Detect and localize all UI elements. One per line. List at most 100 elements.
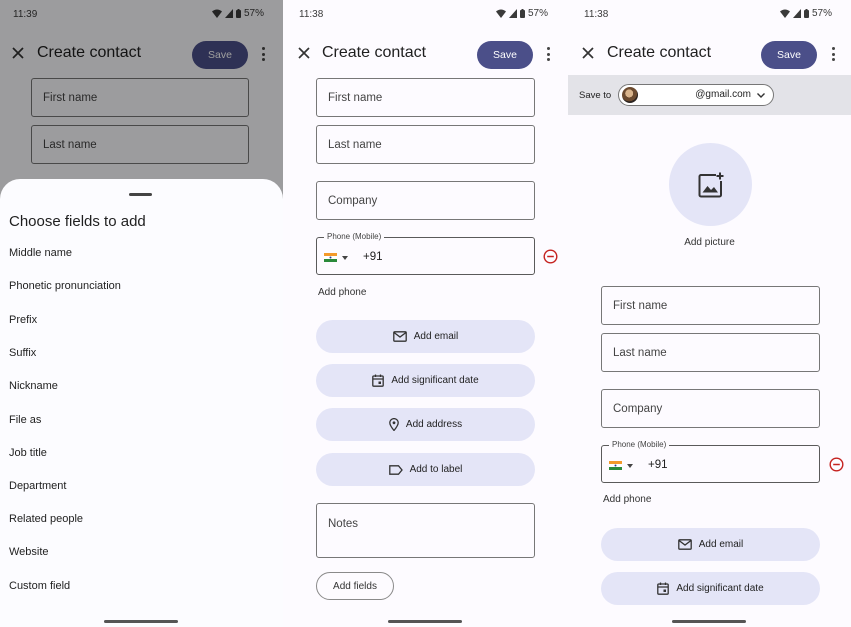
account-selector[interactable]: @gmail.com bbox=[618, 84, 774, 106]
company-field[interactable]: Company bbox=[601, 389, 820, 428]
notes-field[interactable]: Notes bbox=[316, 503, 535, 558]
save-button[interactable]: Save bbox=[761, 41, 817, 69]
first-name-placeholder: First name bbox=[328, 91, 383, 104]
save-button[interactable]: Save bbox=[192, 41, 248, 69]
option-file-as[interactable]: File as bbox=[9, 414, 42, 426]
battery-icon bbox=[519, 9, 525, 18]
first-name-field[interactable]: First name bbox=[31, 78, 249, 117]
phone-country-code[interactable]: +91 bbox=[363, 251, 383, 263]
status-time: 11:38 bbox=[299, 9, 324, 20]
close-icon[interactable] bbox=[297, 46, 311, 60]
india-flag-icon[interactable] bbox=[609, 461, 622, 470]
add-photo-icon bbox=[698, 172, 723, 197]
page-title: Create contact bbox=[322, 44, 427, 61]
phone-label: Phone (Mobile) bbox=[324, 232, 385, 241]
company-field[interactable]: Company bbox=[316, 181, 535, 220]
page-title: Create contact bbox=[37, 44, 142, 61]
option-related-people[interactable]: Related people bbox=[9, 513, 84, 525]
add-fields-button[interactable]: Add fields bbox=[316, 572, 394, 600]
country-dropdown-icon[interactable] bbox=[342, 256, 348, 260]
avatar bbox=[622, 87, 638, 103]
option-job-title[interactable]: Job title bbox=[9, 447, 47, 459]
phone-label: Phone (Mobile) bbox=[609, 440, 670, 449]
option-prefix[interactable]: Prefix bbox=[9, 314, 38, 326]
label-icon bbox=[388, 464, 403, 475]
gesture-nav-handle[interactable] bbox=[388, 620, 462, 623]
save-button[interactable]: Save bbox=[477, 41, 533, 69]
add-email-button[interactable]: Add email bbox=[601, 528, 820, 561]
last-name-field[interactable]: Last name bbox=[316, 125, 535, 164]
add-phone-button[interactable]: Add phone bbox=[603, 494, 652, 505]
status-time: 11:38 bbox=[584, 9, 609, 20]
add-email-button[interactable]: Add email bbox=[316, 320, 535, 353]
last-name-field[interactable]: Last name bbox=[601, 333, 820, 372]
top-app-bar: Create contact Save bbox=[283, 36, 568, 72]
wifi-icon bbox=[779, 9, 790, 18]
first-name-field[interactable]: First name bbox=[601, 286, 820, 325]
signal-icon bbox=[792, 9, 801, 18]
wifi-icon bbox=[495, 9, 506, 18]
close-icon[interactable] bbox=[11, 46, 25, 60]
battery-icon bbox=[235, 9, 241, 18]
last-name-placeholder: Last name bbox=[328, 138, 382, 151]
calendar-icon bbox=[657, 582, 670, 595]
screen-choose-fields: 11:39 57% Create contact Save First name… bbox=[0, 0, 283, 627]
add-picture-label: Add picture bbox=[684, 237, 735, 248]
more-options-icon[interactable] bbox=[829, 46, 837, 62]
last-name-placeholder: Last name bbox=[43, 138, 97, 151]
add-significant-date-button[interactable]: Add significant date bbox=[316, 364, 535, 397]
screen-create-contact-expanded: 11:38 57% Create contact Save First name… bbox=[283, 0, 568, 627]
battery-percent: 57% bbox=[811, 8, 832, 19]
remove-phone-icon[interactable] bbox=[543, 249, 558, 264]
india-flag-icon[interactable] bbox=[324, 253, 337, 262]
status-icons: 57% bbox=[779, 8, 832, 19]
add-phone-button[interactable]: Add phone bbox=[318, 287, 367, 298]
status-icons: 57% bbox=[211, 8, 264, 19]
first-name-placeholder: First name bbox=[43, 91, 98, 104]
option-middle-name[interactable]: Middle name bbox=[9, 247, 72, 259]
close-icon[interactable] bbox=[581, 46, 595, 60]
last-name-field[interactable]: Last name bbox=[31, 125, 249, 164]
top-app-bar: Create contact Save bbox=[0, 36, 283, 72]
status-icons: 57% bbox=[495, 8, 548, 19]
status-bar: 11:38 57% bbox=[568, 0, 851, 28]
save-to-label: Save to bbox=[579, 90, 612, 101]
drag-handle[interactable] bbox=[129, 193, 152, 196]
option-nickname[interactable]: Nickname bbox=[9, 380, 58, 392]
add-significant-date-label: Add significant date bbox=[391, 375, 479, 386]
chevron-down-icon bbox=[757, 93, 765, 98]
remove-phone-icon[interactable] bbox=[829, 457, 844, 472]
account-email: @gmail.com bbox=[695, 89, 751, 100]
add-address-label: Add address bbox=[405, 419, 463, 430]
choose-fields-sheet: Choose fields to add Middle name Phoneti… bbox=[0, 179, 283, 627]
phone-field[interactable]: Phone (Mobile) +91 bbox=[601, 440, 820, 483]
option-website[interactable]: Website bbox=[9, 546, 49, 558]
option-department[interactable]: Department bbox=[9, 480, 67, 492]
first-name-field[interactable]: First name bbox=[316, 78, 535, 117]
screen-create-contact: 11:38 57% Create contact Save Save to @g… bbox=[568, 0, 851, 627]
gesture-nav-handle[interactable] bbox=[104, 620, 178, 623]
add-email-label: Add email bbox=[413, 331, 459, 342]
location-pin-icon bbox=[389, 418, 399, 431]
wifi-icon bbox=[211, 9, 222, 18]
mail-icon bbox=[392, 331, 407, 342]
sheet-title: Choose fields to add bbox=[9, 213, 146, 230]
calendar-icon bbox=[372, 374, 385, 387]
add-significant-date-button[interactable]: Add significant date bbox=[601, 572, 820, 605]
first-name-placeholder: First name bbox=[613, 299, 668, 312]
status-bar: 11:38 57% bbox=[283, 0, 568, 28]
add-address-button[interactable]: Add address bbox=[316, 408, 535, 441]
status-time: 11:39 bbox=[13, 9, 38, 20]
add-picture-button[interactable] bbox=[669, 143, 752, 226]
country-dropdown-icon[interactable] bbox=[627, 464, 633, 468]
phone-country-code[interactable]: +91 bbox=[648, 459, 668, 471]
notes-placeholder: Notes bbox=[328, 518, 359, 530]
option-phonetic-pronunciation[interactable]: Phonetic pronunciation bbox=[9, 280, 121, 292]
more-options-icon[interactable] bbox=[259, 46, 267, 62]
add-to-label-button[interactable]: Add to label bbox=[316, 453, 535, 486]
option-custom-field[interactable]: Custom field bbox=[9, 580, 71, 592]
gesture-nav-handle[interactable] bbox=[672, 620, 746, 623]
phone-field[interactable]: Phone (Mobile) +91 bbox=[316, 232, 535, 275]
option-suffix[interactable]: Suffix bbox=[9, 347, 37, 359]
more-options-icon[interactable] bbox=[544, 46, 552, 62]
